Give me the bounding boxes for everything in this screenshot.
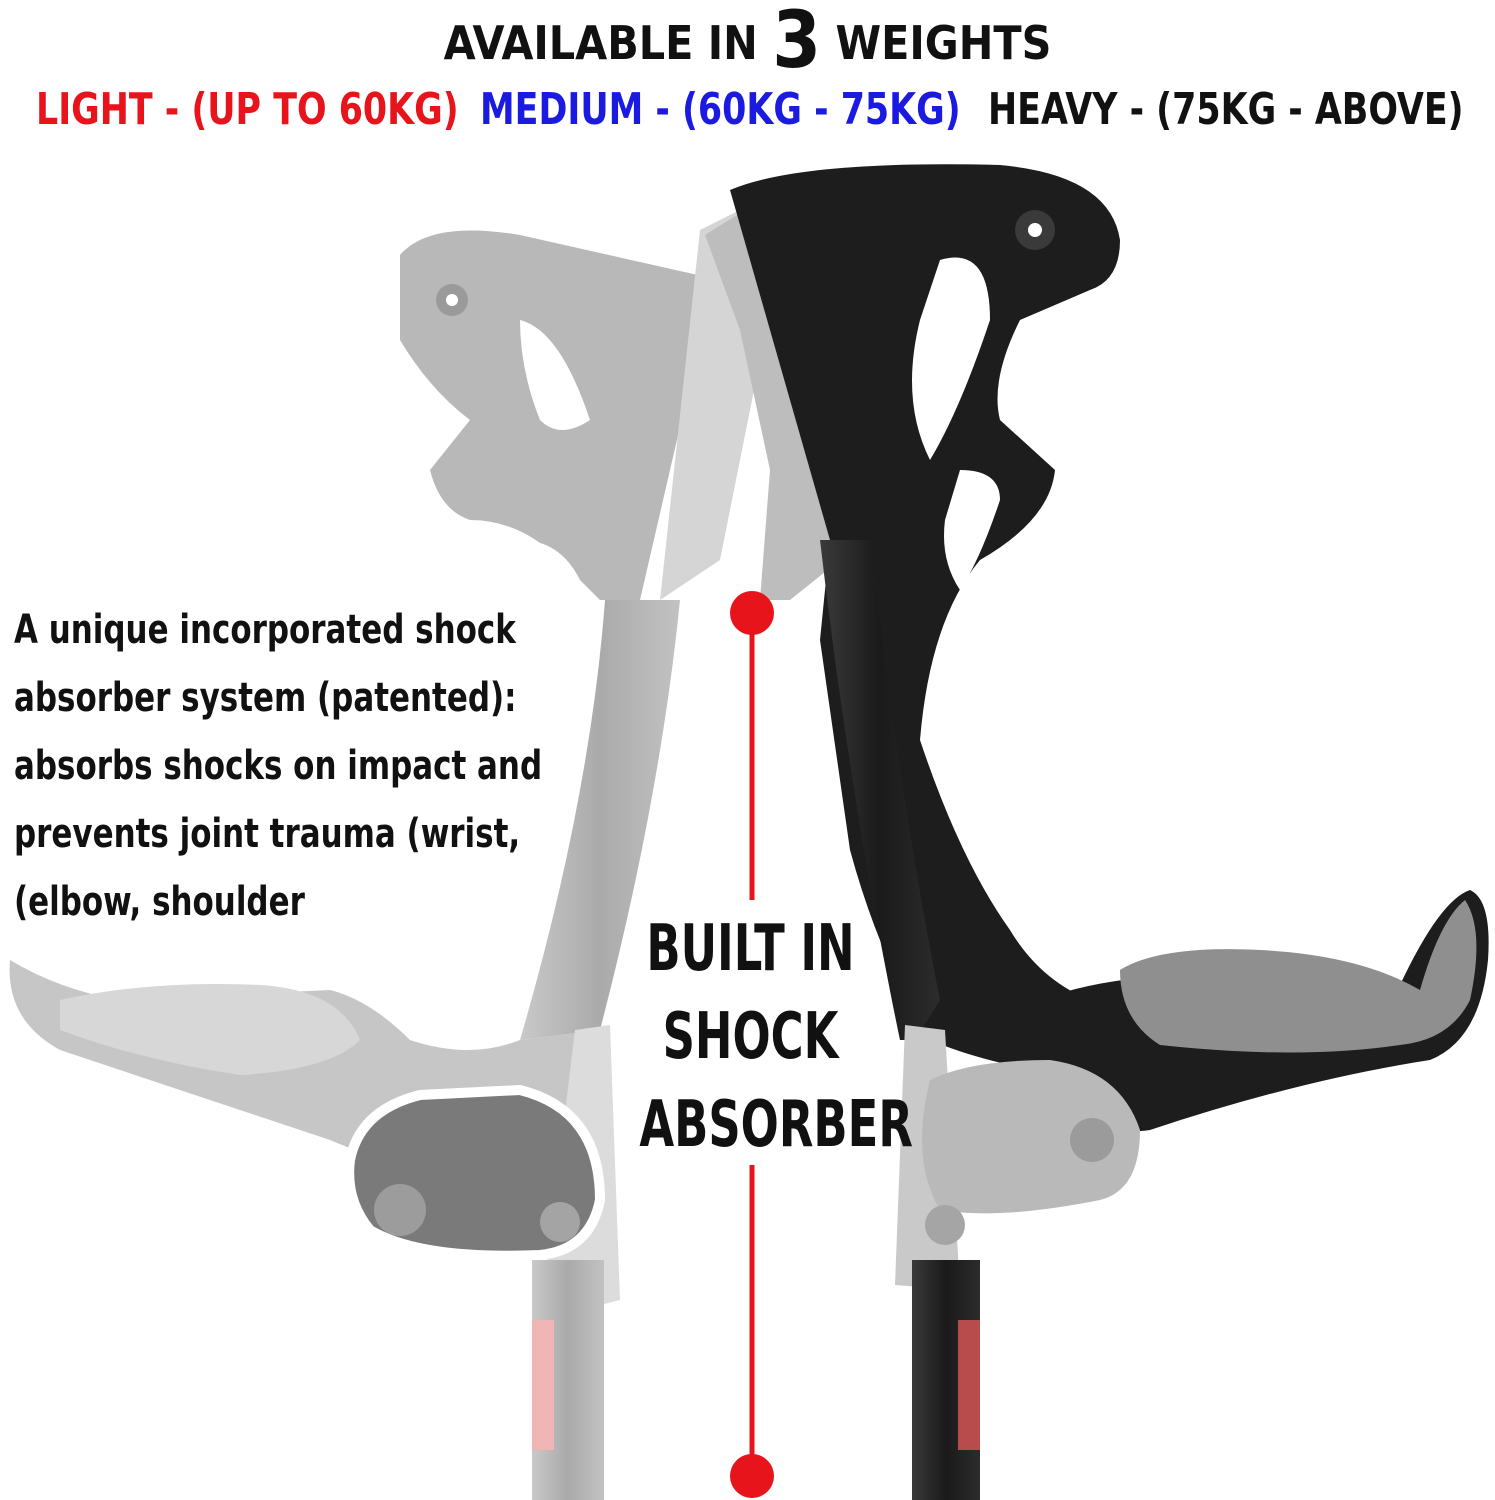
indicator-dot-top <box>730 591 774 635</box>
feature-description: A unique incorporated shock absorber sys… <box>14 596 634 936</box>
weight-light: LIGHT - (UP TO 60KG) <box>36 84 459 135</box>
headline: AVAILABLE IN 3 WEIGHTS <box>0 2 1495 80</box>
description-line: (elbow, shoulder <box>14 879 305 925</box>
light-crutch-cuff-window <box>520 320 590 430</box>
dark-crutch-cuff <box>730 164 1120 1080</box>
description-line: prevents joint trauma (wrist, <box>14 811 521 857</box>
dark-crutch <box>705 164 1489 1500</box>
headline-suffix: WEIGHTS <box>835 16 1052 70</box>
dark-crutch-joint-plate <box>922 1060 1140 1214</box>
light-crutch-grip <box>60 984 360 1075</box>
shock-absorber-callout: BUILT IN SHOCK ABSORBER <box>608 905 913 1169</box>
light-crutch-cuff-window-2 <box>520 540 580 600</box>
callout-line: SHOCK <box>662 1000 839 1074</box>
light-crutch <box>9 200 760 1500</box>
dark-crutch-label <box>958 1320 980 1450</box>
weight-options: LIGHT - (UP TO 60KG) MEDIUM - (60KG - 75… <box>0 84 1495 148</box>
description-line: A unique incorporated shock <box>14 607 516 653</box>
headline-count: 3 <box>772 0 822 86</box>
weight-medium: MEDIUM - (60KG - 75KG) <box>480 84 961 135</box>
description-line: absorber system (patented): <box>14 675 517 721</box>
headline-prefix: AVAILABLE IN <box>443 16 758 70</box>
light-crutch-joint-pin <box>540 1202 580 1242</box>
shock-absorber-indicator <box>730 591 774 1498</box>
indicator-dot-bottom <box>730 1454 774 1498</box>
light-crutch-joint-screw <box>374 1184 426 1236</box>
callout-line: BUILT IN <box>646 912 855 986</box>
light-crutch-cuff-hole-center <box>446 294 458 306</box>
dark-crutch-cuff-hole-center <box>1028 223 1042 237</box>
dark-crutch-shaft <box>820 540 940 1040</box>
light-crutch-label <box>532 1320 554 1450</box>
callout-line: ABSORBER <box>639 1088 913 1162</box>
weight-heavy: HEAVY - (75KG - ABOVE) <box>988 84 1464 135</box>
description-line: absorbs shocks on impact and <box>14 743 543 789</box>
light-crutch-upper-shaft <box>520 600 680 1040</box>
dark-crutch-joint-pin <box>925 1205 965 1245</box>
dark-crutch-grip <box>1120 900 1477 1053</box>
dark-crutch-joint-screw <box>1070 1118 1114 1162</box>
dark-crutch-cuff-window <box>912 257 990 460</box>
dark-crutch-cuff-window-2 <box>944 470 1000 590</box>
